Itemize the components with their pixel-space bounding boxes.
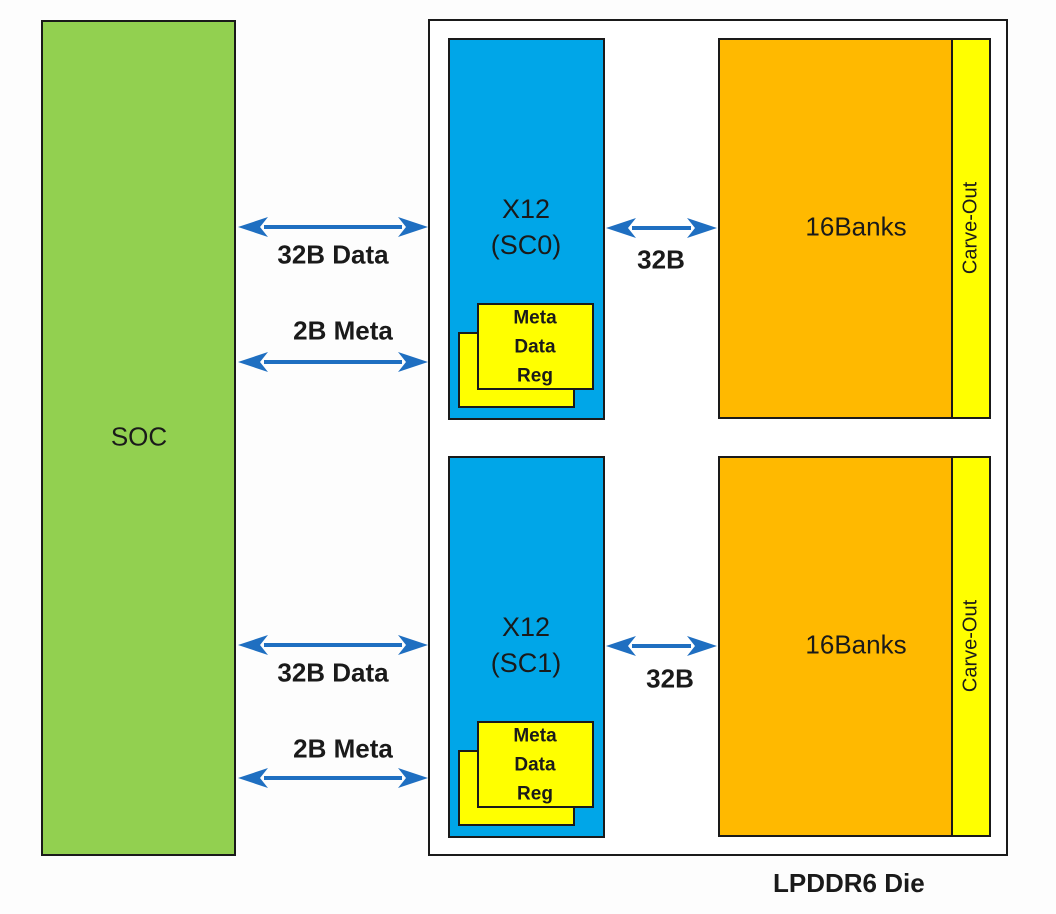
soc-label: SOC [110,421,168,452]
carve-out-0 [951,38,991,419]
bank-group-1-label: 16Banks [805,629,907,660]
register-0-line1: Meta [513,307,557,329]
metadata-register-0-label: Meta Data Reg [513,304,556,391]
internal-bus-0-arrow [606,218,717,238]
arrow-layer [238,217,717,788]
internal-bus-0-label: 32B [637,244,685,275]
bank-group-1 [718,456,953,837]
subchannel-0-id: (SC0) [490,230,562,260]
subchannel-1-label: X12 (SC1) [491,609,562,681]
metadata-register-1 [477,721,594,808]
carve-out-1 [951,456,991,837]
meta-bus-1-arrow [238,768,428,788]
meta-bus-1-label: 2B Meta [293,733,393,764]
register-1-line2: Data [514,754,556,776]
metadata-register-1-label: Meta Data Reg [513,722,556,809]
bank-group-0-label: 16Banks [805,211,907,242]
subchannel-0-label: X12 (SC0) [491,191,562,263]
meta-bus-0-label: 2B Meta [293,315,393,346]
register-1-line1: Meta [513,725,557,747]
data-bus-0-label: 32B Data [277,239,389,270]
metadata-register-0 [477,303,594,390]
data-bus-0-arrow [238,217,428,237]
internal-bus-1-arrow [606,636,717,656]
data-bus-1-arrow [238,635,428,655]
meta-bus-0-arrow [238,352,428,372]
data-bus-1-label: 32B Data [277,657,389,688]
register-0-line3: Reg [517,365,553,387]
subchannel-0-name: X12 [501,194,551,224]
subchannel-1-id: (SC1) [490,648,562,678]
die-label: LPDDR6 Die [773,868,925,898]
soc-block [41,20,236,856]
bank-group-0 [718,38,953,419]
register-1-line3: Reg [517,783,553,805]
internal-bus-1-label: 32B [646,663,694,694]
register-0-line2: Data [514,336,556,358]
subchannel-1-name: X12 [501,612,551,642]
